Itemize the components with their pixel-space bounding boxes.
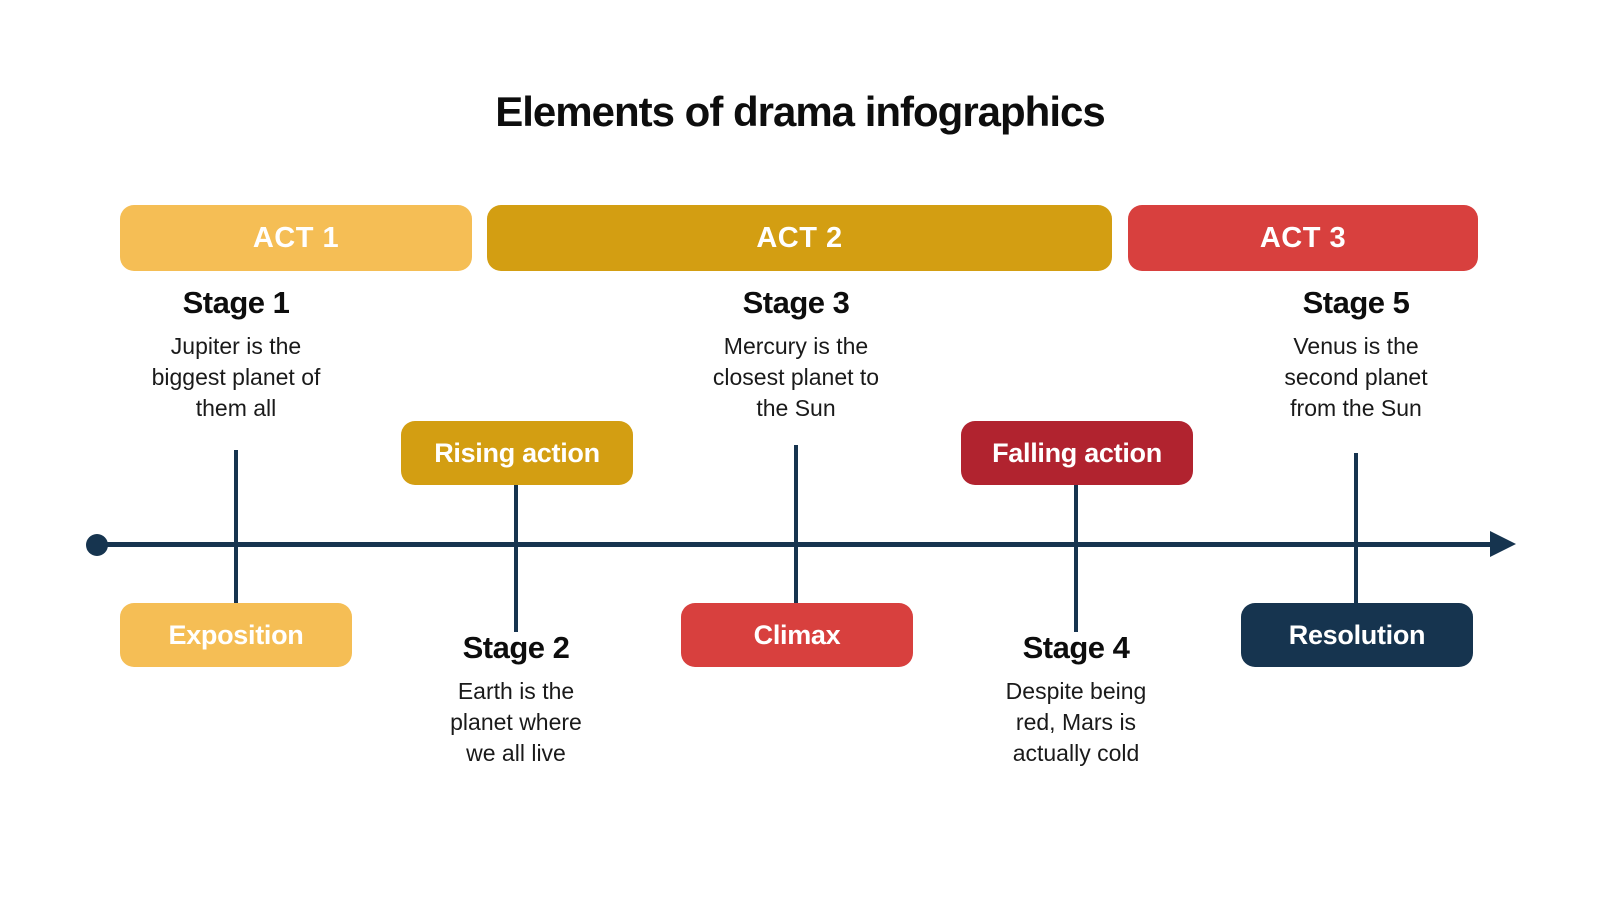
stage-4-text-block: Stage 4 Despite being red, Mars is actua… xyxy=(926,630,1226,769)
pill-rising-action-label: Rising action xyxy=(434,437,600,468)
act-1-label: ACT 1 xyxy=(252,221,340,254)
pill-resolution: Resolution xyxy=(1241,603,1473,667)
act-3-bar: ACT 3 xyxy=(1128,205,1478,271)
act-3-label: ACT 3 xyxy=(1259,221,1347,254)
stage-5-text-block: Stage 5 Venus is the second planet from … xyxy=(1206,285,1506,424)
pill-resolution-label: Resolution xyxy=(1288,619,1426,650)
stage-1-description: Jupiter is the biggest planet of them al… xyxy=(151,333,321,421)
pill-climax-label: Climax xyxy=(753,619,841,650)
timeline-arrow-icon xyxy=(1490,531,1516,557)
stage-3-connector xyxy=(794,445,798,603)
pill-exposition: Exposition xyxy=(120,603,352,667)
stage-2-description: Earth is the planet where we all live xyxy=(450,678,582,766)
stage-2-heading: Stage 2 xyxy=(462,630,570,665)
stage-5-heading: Stage 5 xyxy=(1302,285,1410,320)
stage-2-text-block: Stage 2 Earth is the planet where we all… xyxy=(366,630,666,769)
stage-4-heading: Stage 4 xyxy=(1022,630,1130,665)
act-1-bar: ACT 1 xyxy=(120,205,472,271)
stage-3-text-block: Stage 3 Mercury is the closest planet to… xyxy=(646,285,946,424)
stage-1-connector xyxy=(234,450,238,603)
stage-1-heading: Stage 1 xyxy=(182,285,290,320)
stage-1-text-block: Stage 1 Jupiter is the biggest planet of… xyxy=(86,285,386,424)
stage-4-connector xyxy=(1074,485,1078,632)
stage-5-connector xyxy=(1354,453,1358,603)
page-title: Elements of drama infographics xyxy=(495,88,1105,135)
timeline-start-dot-icon xyxy=(86,534,108,556)
pill-climax: Climax xyxy=(681,603,913,667)
stage-4-description: Despite being red, Mars is actually cold xyxy=(1005,678,1147,766)
act-2-label: ACT 2 xyxy=(756,221,843,254)
stage-3-heading: Stage 3 xyxy=(742,285,850,320)
act-2-bar: ACT 2 xyxy=(487,205,1112,271)
pill-falling-action-label: Falling action xyxy=(992,437,1162,468)
pill-rising-action: Rising action xyxy=(401,421,633,485)
stage-2-connector xyxy=(514,485,518,632)
pill-falling-action: Falling action xyxy=(961,421,1193,485)
pill-exposition-label: Exposition xyxy=(168,619,304,650)
stage-3-description: Mercury is the closest planet to the Sun xyxy=(712,333,880,421)
stage-5-description: Venus is the second planet from the Sun xyxy=(1284,333,1428,421)
